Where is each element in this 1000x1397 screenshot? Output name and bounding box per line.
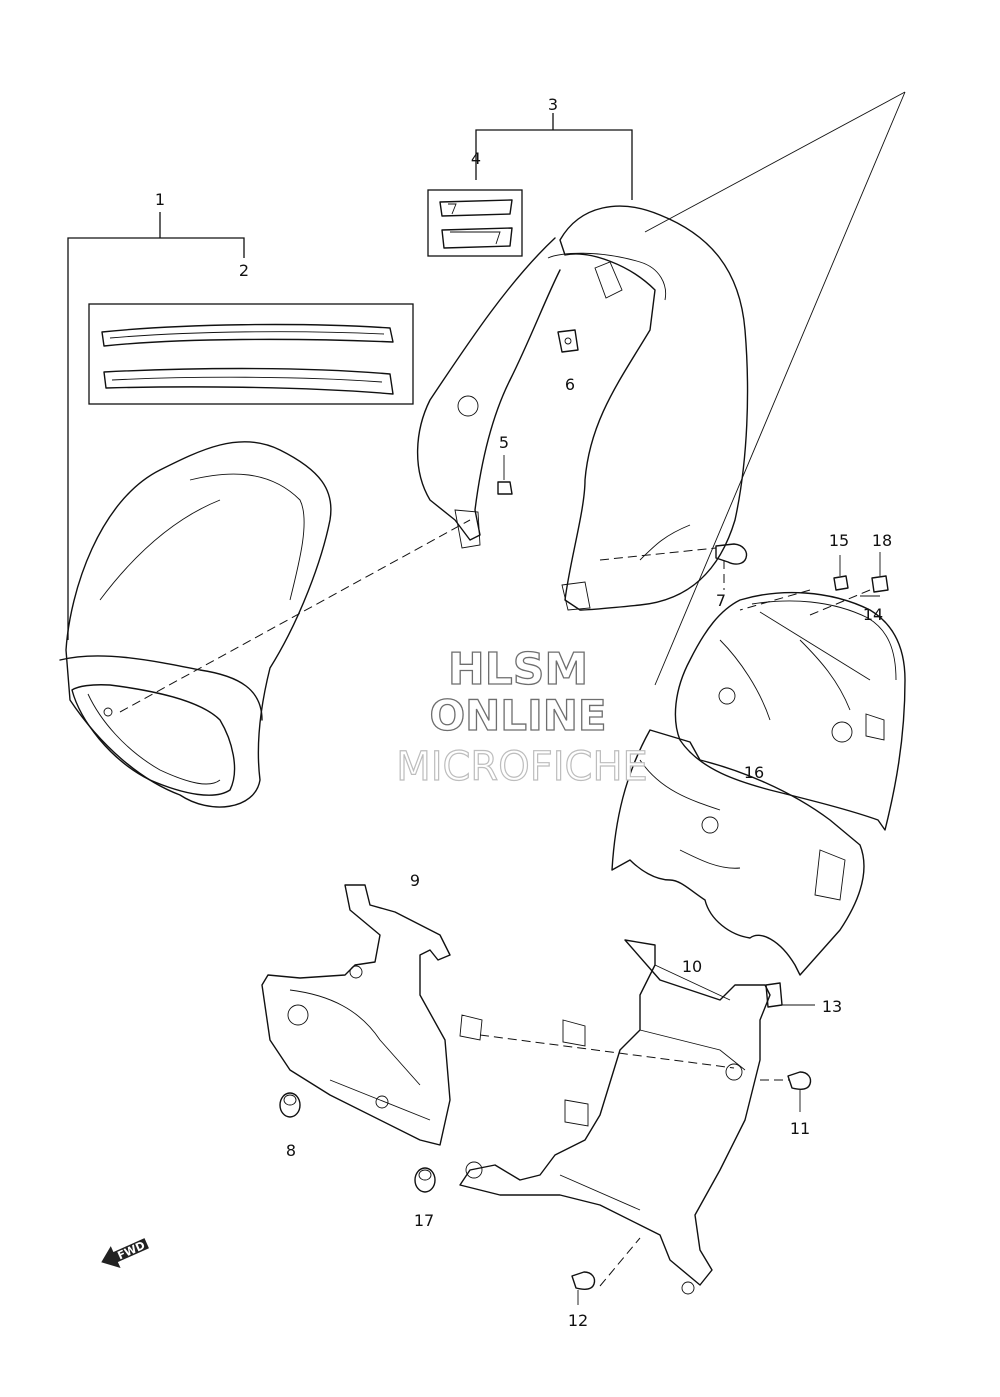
callout-14: 14 (863, 605, 883, 624)
callout-12: 12 (568, 1311, 588, 1330)
part-4-decal-box[interactable] (427, 189, 523, 257)
part-15-nut[interactable] (833, 555, 849, 591)
callout-2: 2 (239, 261, 249, 280)
callout-1: 1 (155, 190, 165, 209)
part-10-bracket[interactable] (459, 939, 771, 1295)
callout-10: 10 (682, 957, 702, 976)
part-8-grommet[interactable] (279, 1092, 301, 1118)
part-13-damper[interactable] (765, 982, 815, 1008)
callout-6: 6 (565, 375, 575, 394)
callout-4: 4 (471, 149, 481, 168)
callout-8: 8 (286, 1141, 296, 1160)
part-7-bolt[interactable] (715, 543, 748, 565)
fwd-label: FWD (115, 1239, 147, 1263)
part-16-lower-cover[interactable] (611, 729, 865, 976)
callout-3: 3 (548, 95, 558, 114)
callout-15: 15 (829, 531, 849, 550)
part-1-front-cowling[interactable] (59, 212, 332, 808)
fwd-arrow-icon: FWD (101, 1238, 149, 1269)
part-2-strip-box[interactable] (88, 303, 414, 405)
part-9-bracket[interactable] (261, 884, 483, 1146)
part-3-windscreen[interactable] (416, 113, 749, 611)
part-17-grommet[interactable] (414, 1167, 436, 1193)
watermark-line-3: MICROFICHE (396, 744, 648, 790)
callout-13: 13 (822, 997, 842, 1016)
part-18-nut[interactable] (871, 552, 889, 593)
callout-18: 18 (872, 531, 892, 550)
part-6-clip[interactable] (557, 329, 579, 353)
callout-7: 7 (716, 591, 726, 610)
part-5-screw[interactable] (497, 455, 513, 495)
part-11-bolt[interactable] (787, 1071, 812, 1112)
watermark-line-1: HLSM (448, 644, 588, 695)
watermark-line-2: ONLINE (429, 691, 606, 740)
callout-17: 17 (414, 1211, 434, 1230)
part-12-bolt[interactable] (571, 1271, 596, 1305)
callout-9: 9 (410, 871, 420, 890)
part-14-inner-panel[interactable] (674, 591, 906, 831)
callout-16: 16 (744, 763, 764, 782)
callout-5: 5 (499, 433, 509, 452)
callout-11: 11 (790, 1119, 810, 1138)
